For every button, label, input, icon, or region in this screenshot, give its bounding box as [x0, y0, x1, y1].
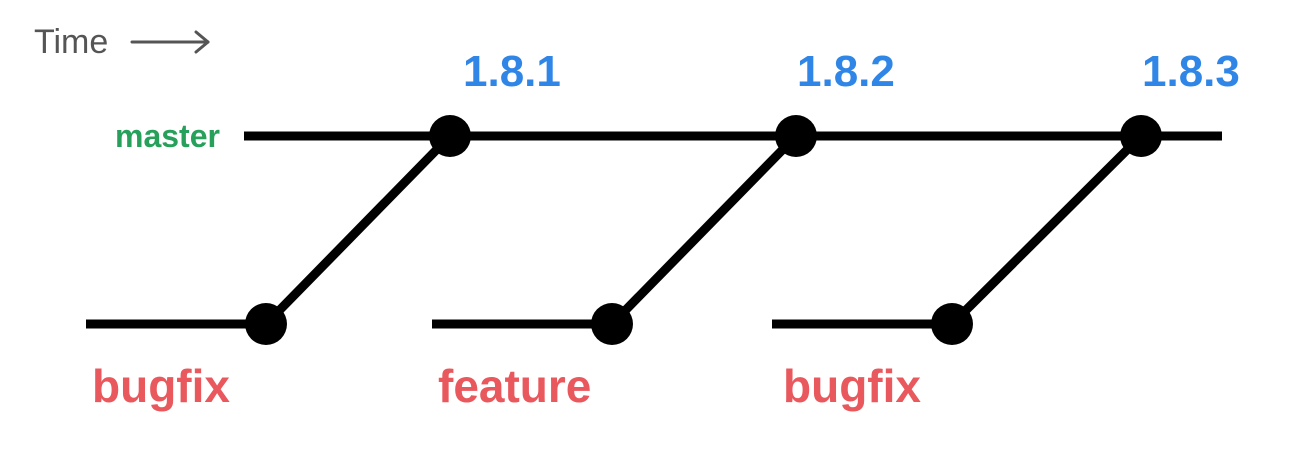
- release-group-2: 1.8.2 feature: [432, 47, 895, 412]
- merge-commit-node-3: [1120, 115, 1162, 157]
- release-version-1: 1.8.1: [463, 47, 561, 96]
- branch-label-2: feature: [438, 360, 591, 412]
- release-group-3: 1.8.3 bugfix: [772, 47, 1240, 412]
- time-label: Time: [34, 23, 108, 61]
- branch-commit-node-2: [591, 303, 633, 345]
- branch-label-3: bugfix: [783, 360, 921, 412]
- branch-commit-node-1: [245, 303, 287, 345]
- time-arrow-icon: [130, 30, 210, 54]
- branch-commit-node-3: [931, 303, 973, 345]
- branch-label-1: bugfix: [92, 360, 230, 412]
- merge-line-2: [608, 132, 800, 328]
- merge-line-3: [948, 132, 1145, 328]
- merge-line-1: [262, 132, 454, 328]
- release-version-3: 1.8.3: [1142, 47, 1240, 96]
- release-group-1: 1.8.1 bugfix: [86, 47, 561, 412]
- merge-commit-node-2: [775, 115, 817, 157]
- merge-commit-node-1: [429, 115, 471, 157]
- master-branch-label: master: [115, 118, 220, 154]
- release-version-2: 1.8.2: [797, 47, 895, 96]
